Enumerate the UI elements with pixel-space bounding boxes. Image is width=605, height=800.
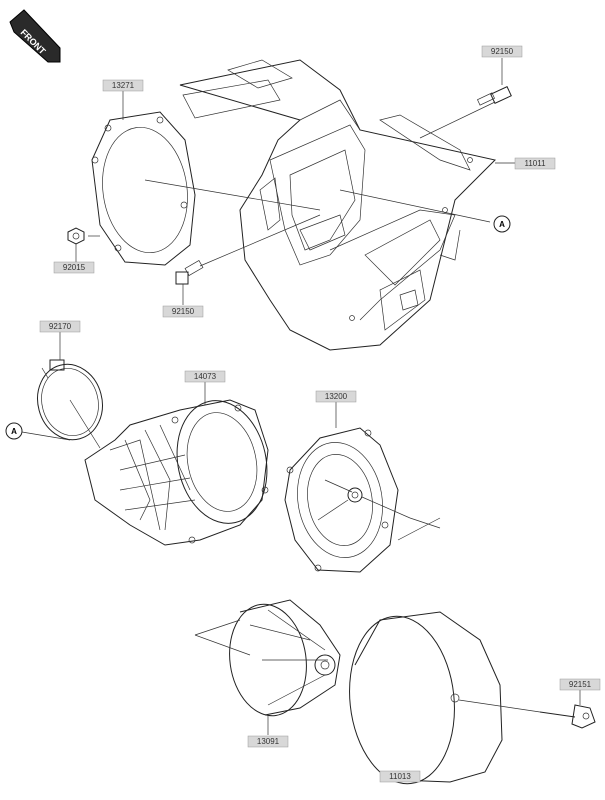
clamp-drawing <box>37 359 103 441</box>
part-label: 14073 <box>184 370 226 383</box>
duct-drawing <box>84 399 269 546</box>
air-box-drawing <box>179 59 496 351</box>
svg-text:11013: 11013 <box>389 772 411 781</box>
svg-text:92015: 92015 <box>63 263 86 272</box>
part-label: 92015 <box>53 261 95 274</box>
svg-text:13091: 13091 <box>257 737 280 746</box>
svg-text:14073: 14073 <box>194 372 217 381</box>
svg-text:13200: 13200 <box>325 392 348 401</box>
svg-text:92170: 92170 <box>49 322 72 331</box>
svg-text:A: A <box>499 220 505 229</box>
bolt-drawing-lower <box>175 260 204 285</box>
svg-text:92151: 92151 <box>569 680 592 689</box>
leader-lines <box>21 58 581 782</box>
part-label: 13271 <box>102 79 144 92</box>
reference-mark: A <box>493 215 511 233</box>
part-label: 92151 <box>559 678 601 691</box>
part-label: 11013 <box>379 770 421 783</box>
gasket-drawing <box>91 111 196 266</box>
holder-drawing <box>284 427 399 573</box>
svg-text:11011: 11011 <box>524 159 546 168</box>
nut-drawing <box>67 227 85 245</box>
svg-text:92150: 92150 <box>172 307 195 316</box>
wing-bolt-drawing <box>539 704 596 729</box>
reference-mark: A <box>5 422 23 440</box>
part-label: 92170 <box>39 320 81 333</box>
svg-text:13271: 13271 <box>112 81 135 90</box>
part-label: 11011 <box>514 157 556 170</box>
svg-text:A: A <box>11 427 17 436</box>
filter-drawing <box>349 611 503 785</box>
cage-drawing <box>229 599 341 717</box>
front-arrow-icon: FRONT <box>9 9 61 63</box>
part-label: 13091 <box>247 735 289 748</box>
part-label: 92150 <box>162 305 204 318</box>
bolt-drawing <box>477 86 512 106</box>
svg-text:92150: 92150 <box>491 47 514 56</box>
part-label: 92150 <box>481 45 523 58</box>
part-label: 13200 <box>315 390 357 403</box>
